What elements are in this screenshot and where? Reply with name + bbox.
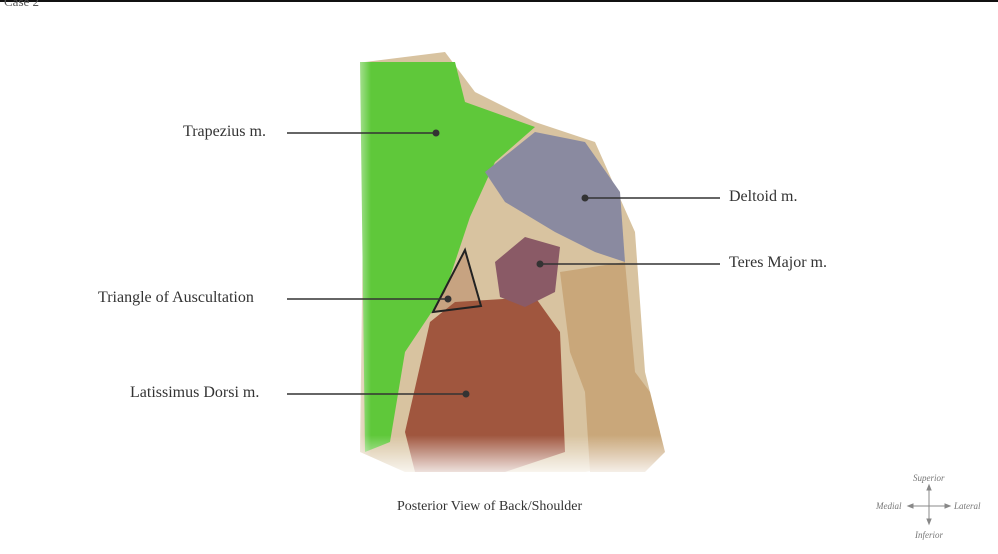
label-teres-major: Teres Major m. [729,254,827,271]
top-border [0,0,998,2]
label-trapezius: Trapezius m. [183,123,266,140]
figure-caption: Posterior View of Back/Shoulder [397,499,583,514]
label-triangle-of-auscultation: Triangle of Auscultation [98,289,254,306]
compass-inferior: Inferior [915,530,943,540]
label-latissimus-dorsi: Latissimus Dorsi m. [130,384,260,401]
case-label: Case 2 [4,0,40,9]
compass-superior: Superior [913,473,945,483]
anatomy-image [345,32,670,480]
orientation-compass: Superior Inferior Medial Lateral [870,470,990,545]
compass-medial: Medial [876,501,902,511]
label-deltoid: Deltoid m. [729,188,798,205]
compass-lateral: Lateral [954,501,981,511]
compass-arrows-icon [906,483,952,526]
